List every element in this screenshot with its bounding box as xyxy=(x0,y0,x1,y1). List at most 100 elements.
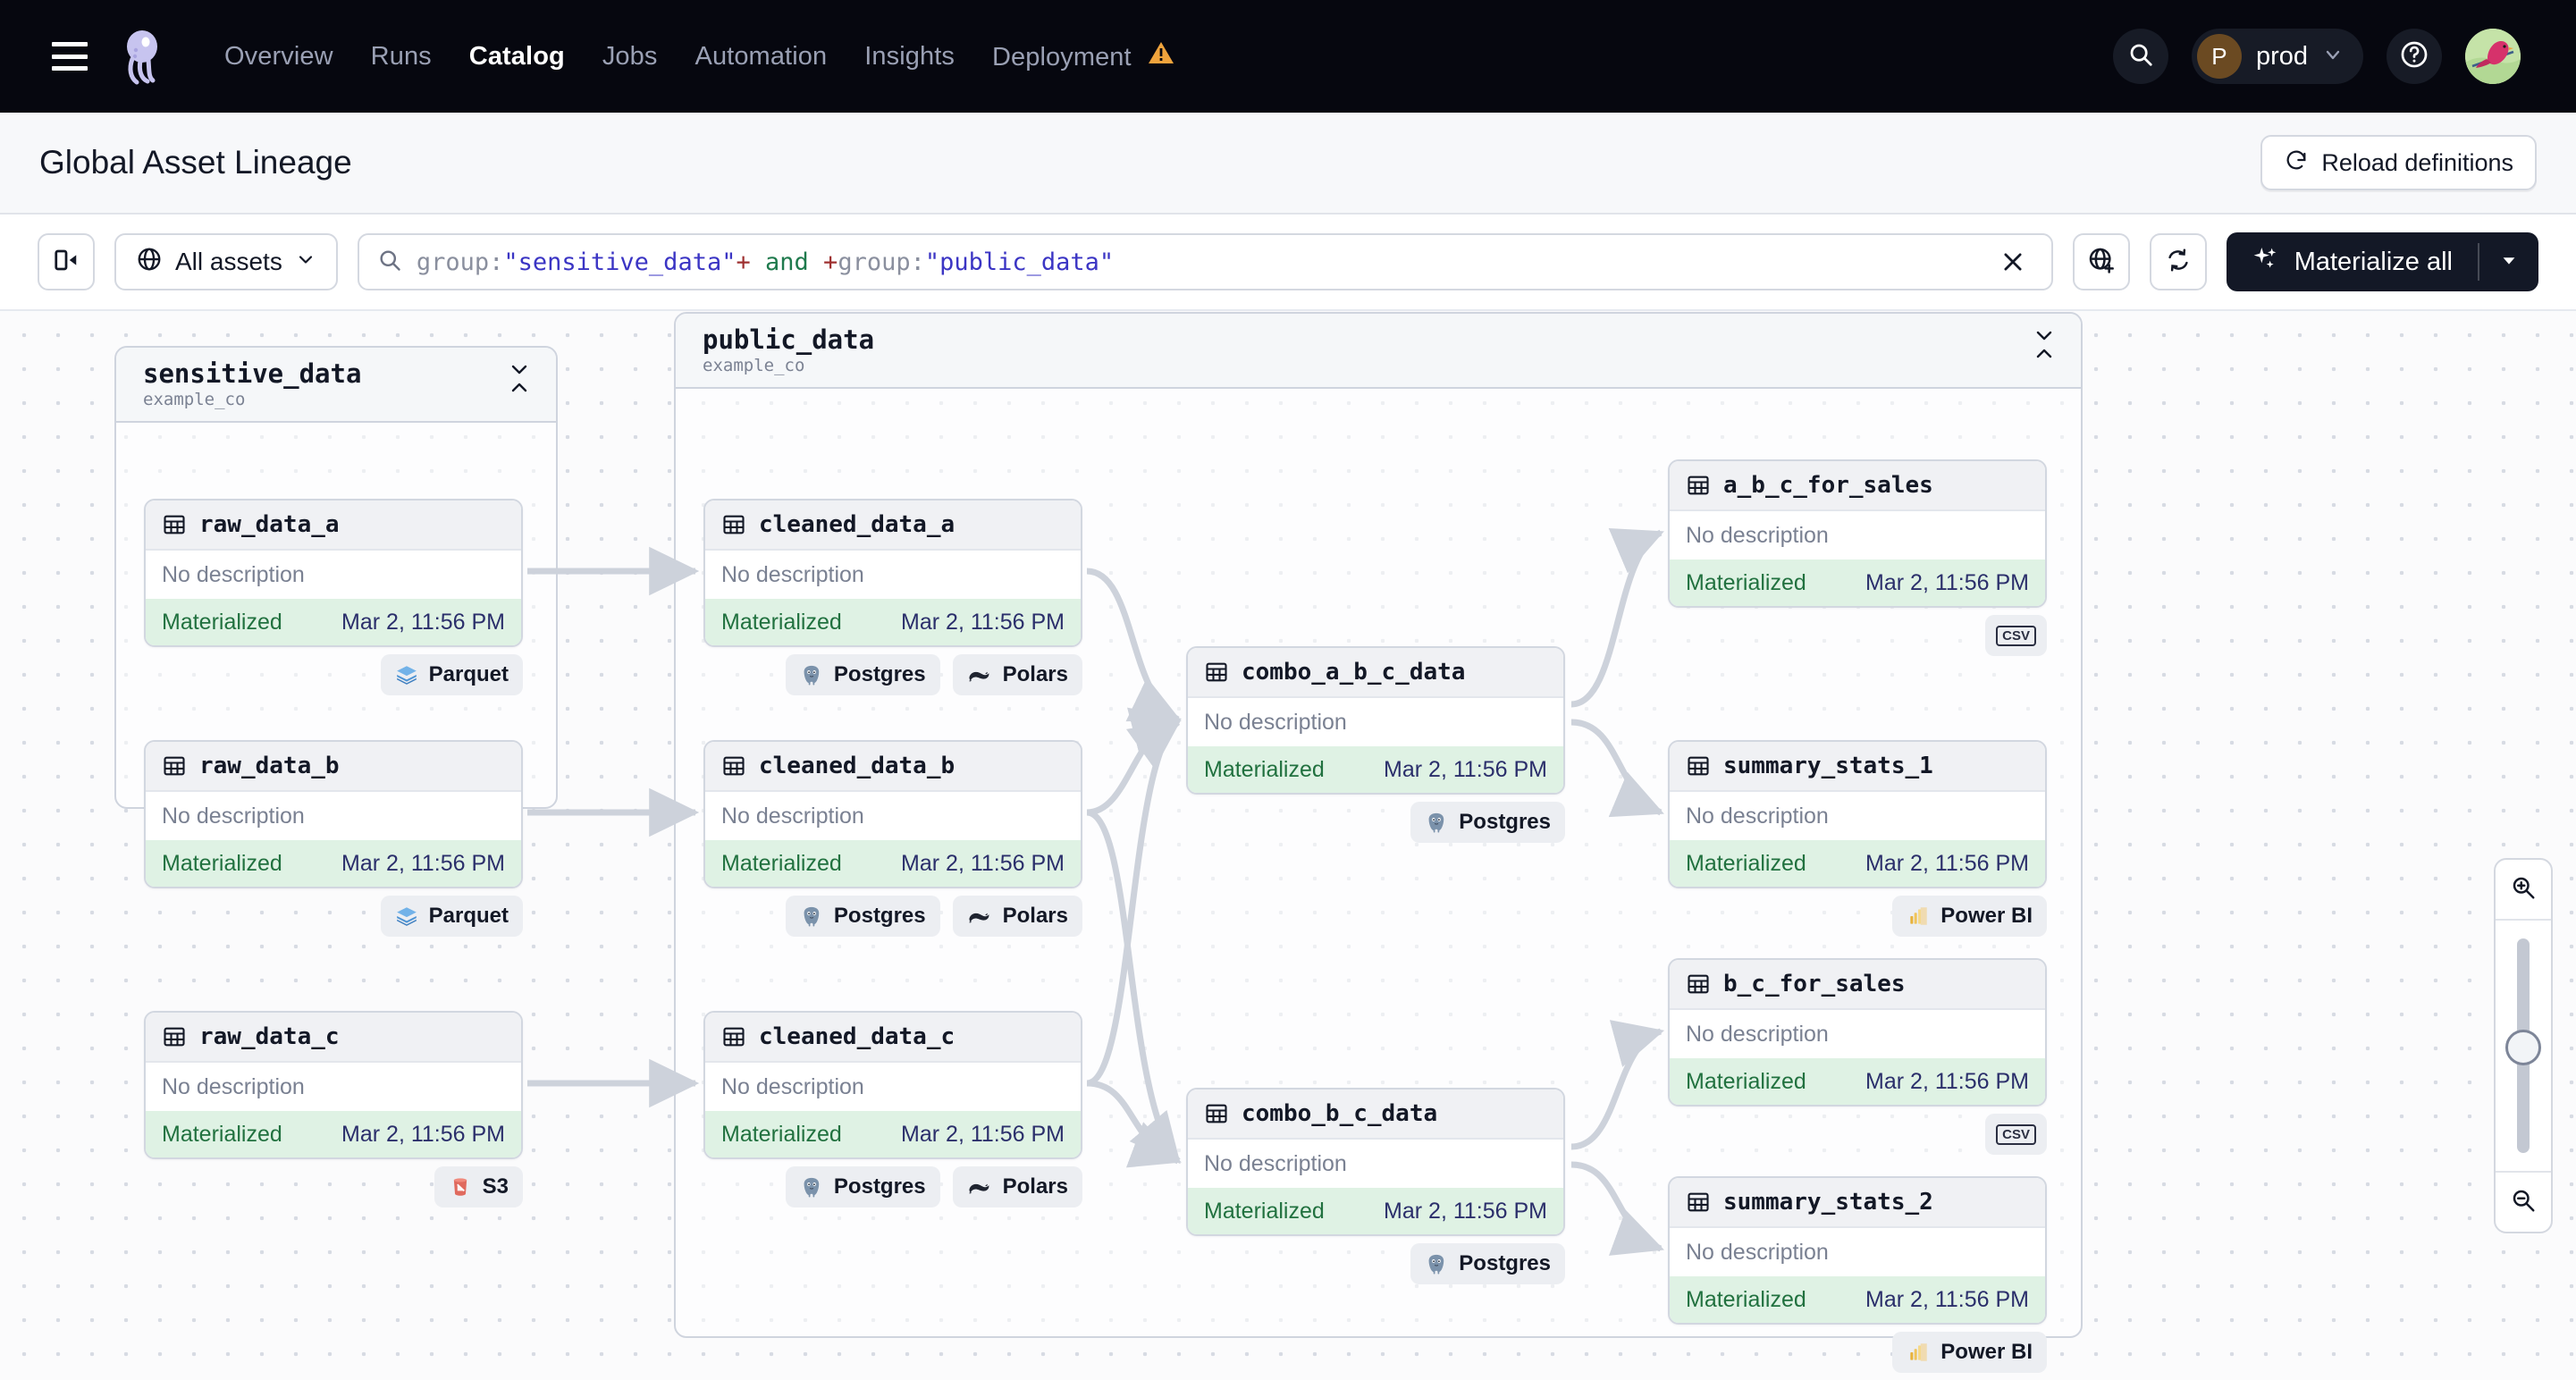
asset-tag-polars[interactable]: Polars xyxy=(952,1166,1082,1208)
zoom-out-button[interactable] xyxy=(2496,1173,2551,1232)
refresh-button[interactable] xyxy=(2149,233,2207,290)
asset-tag-polars[interactable]: Polars xyxy=(952,896,1082,937)
zoom-slider-handle[interactable] xyxy=(2505,1030,2541,1065)
user-avatar[interactable] xyxy=(2465,29,2521,84)
sidebar-toggle-button[interactable] xyxy=(38,233,95,290)
table-icon xyxy=(162,512,187,537)
asset-node-name: raw_data_c xyxy=(199,1023,340,1050)
asset-tag-postgres[interactable]: Postgres xyxy=(785,1166,940,1208)
asset-node-header: summary_stats_1 xyxy=(1670,742,2045,792)
table-icon xyxy=(1686,972,1711,997)
asset-node-description: No description xyxy=(146,551,521,599)
divider xyxy=(2496,919,2551,921)
dagster-logo-icon[interactable] xyxy=(113,27,172,86)
collapse-vertical-icon[interactable] xyxy=(504,360,535,396)
asset-filter-button[interactable]: All assets xyxy=(114,233,338,290)
nav-link-overview[interactable]: Overview xyxy=(206,42,352,72)
asset-tag-power-bi[interactable]: Power BI xyxy=(1892,896,2047,937)
asset-node-header: cleaned_data_c xyxy=(705,1013,1081,1063)
asset-tag-parquet[interactable]: Parquet xyxy=(380,654,523,695)
nav-link-insights[interactable]: Insights xyxy=(846,42,973,72)
lineage-search-bar[interactable]: group:"sensitive_data"+ and +group:"publ… xyxy=(357,233,2053,290)
asset-node-tags: Parquet xyxy=(144,896,523,937)
asset-tag-postgres[interactable]: Postgres xyxy=(785,896,940,937)
asset-tag-s3[interactable]: S3 xyxy=(434,1166,523,1208)
asset-tag-polars[interactable]: Polars xyxy=(952,654,1082,695)
asset-tag-postgres[interactable]: Postgres xyxy=(1410,1243,1565,1284)
asset-tag-csv[interactable]: CSV xyxy=(1985,615,2047,656)
asset-tag-postgres[interactable]: Postgres xyxy=(1410,802,1565,843)
nav-link-runs[interactable]: Runs xyxy=(352,42,450,72)
asset-tag-power-bi[interactable]: Power BI xyxy=(1892,1332,2047,1373)
help-button[interactable] xyxy=(2387,29,2442,84)
asset-tag-postgres[interactable]: Postgres xyxy=(785,654,940,695)
postgres-icon xyxy=(800,663,823,686)
asset-tag-parquet[interactable]: Parquet xyxy=(380,896,523,937)
asset-node-tags: Power BI xyxy=(1668,896,2047,937)
asset-node-header: raw_data_a xyxy=(146,501,521,551)
asset-tag-csv[interactable]: CSV xyxy=(1985,1114,2047,1155)
global-search-button[interactable] xyxy=(2112,29,2168,84)
asset-node-tags: Postgres xyxy=(1186,1243,1565,1284)
lineage-canvas[interactable]: sensitive_data example_co public_data ex… xyxy=(0,311,2576,1380)
deployment-selector[interactable]: P prod xyxy=(2191,29,2363,84)
query-token-key: group: xyxy=(416,248,504,276)
reload-definitions-button[interactable]: Reload definitions xyxy=(2260,135,2537,190)
parquet-icon xyxy=(395,905,418,928)
materialize-all-label: Materialize all xyxy=(2294,247,2453,276)
materialize-all-button-group[interactable]: Materialize all xyxy=(2226,232,2538,291)
materialize-options-button[interactable] xyxy=(2479,232,2538,291)
zoom-slider[interactable] xyxy=(2496,921,2551,1171)
table-icon xyxy=(1686,473,1711,498)
nav-right-actions: P prod xyxy=(2112,29,2540,84)
refresh-icon xyxy=(2165,247,2192,278)
hamburger-menu-icon[interactable] xyxy=(52,42,88,71)
clear-search-button[interactable] xyxy=(1992,241,2033,282)
asset-node-name: raw_data_a xyxy=(199,511,340,538)
status-badge: Materialized xyxy=(162,850,282,876)
asset-tag-label: Postgres xyxy=(1459,810,1551,834)
asset-tag-label: Postgres xyxy=(1459,1251,1551,1275)
query-token-key: group: xyxy=(838,248,925,276)
nav-link-deployment[interactable]: Deployment xyxy=(973,41,1193,72)
asset-node-name: summary_stats_2 xyxy=(1723,1189,1933,1216)
asset-node-description: No description xyxy=(705,792,1081,840)
globe-add-button[interactable] xyxy=(2072,233,2130,290)
materialize-all-button[interactable]: Materialize all xyxy=(2227,232,2478,291)
asset-node-header: summary_stats_2 xyxy=(1670,1178,2045,1228)
nav-link-jobs[interactable]: Jobs xyxy=(584,42,677,72)
asset-node-name: raw_data_b xyxy=(199,753,340,779)
asset-filter-label: All assets xyxy=(175,248,282,275)
zoom-in-button[interactable] xyxy=(2496,860,2551,919)
query-token-plain xyxy=(809,248,823,276)
nav-link-catalog[interactable]: Catalog xyxy=(450,42,584,72)
search-query-text[interactable]: group:"sensitive_data"+ and +group:"publ… xyxy=(417,248,1114,276)
collapse-vertical-icon[interactable] xyxy=(2029,326,2059,362)
nav-link-automation[interactable]: Automation xyxy=(677,42,846,72)
materialization-timestamp: Mar 2, 11:56 PM xyxy=(341,1121,505,1147)
